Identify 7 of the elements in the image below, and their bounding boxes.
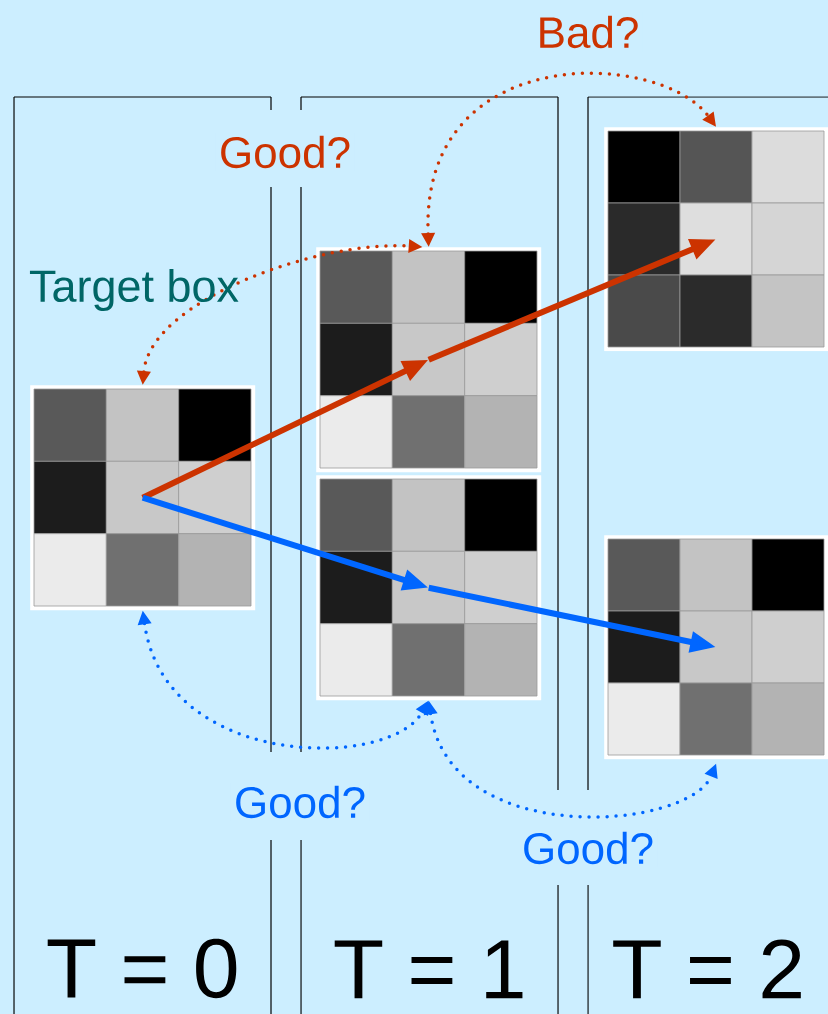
grid-drawing [30, 385, 256, 611]
grid-drawing [316, 475, 542, 701]
grid-drawing [316, 247, 542, 473]
edge-label: Bad? [533, 12, 643, 52]
grid-drawing [604, 535, 828, 760]
target-label: Target box [29, 269, 239, 311]
grid-drawing [604, 127, 828, 352]
